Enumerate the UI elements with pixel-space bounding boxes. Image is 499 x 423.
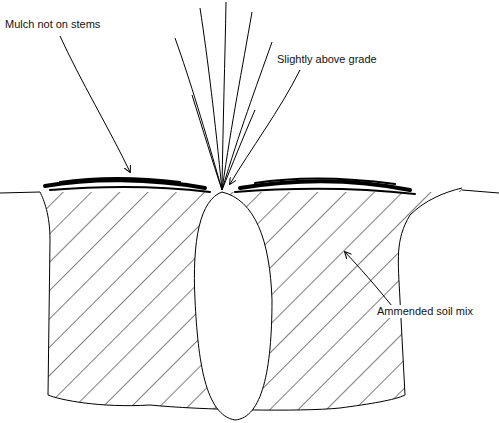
callout-label: Ammended soil mix: [376, 305, 474, 318]
mulch: [45, 178, 415, 194]
plant-stems: [175, 2, 272, 190]
leader-lines: [60, 36, 392, 306]
callout-label: Slightly above grade: [276, 53, 378, 66]
callout-label: Mulch not on stems: [4, 18, 101, 31]
root-ball: [194, 192, 272, 420]
